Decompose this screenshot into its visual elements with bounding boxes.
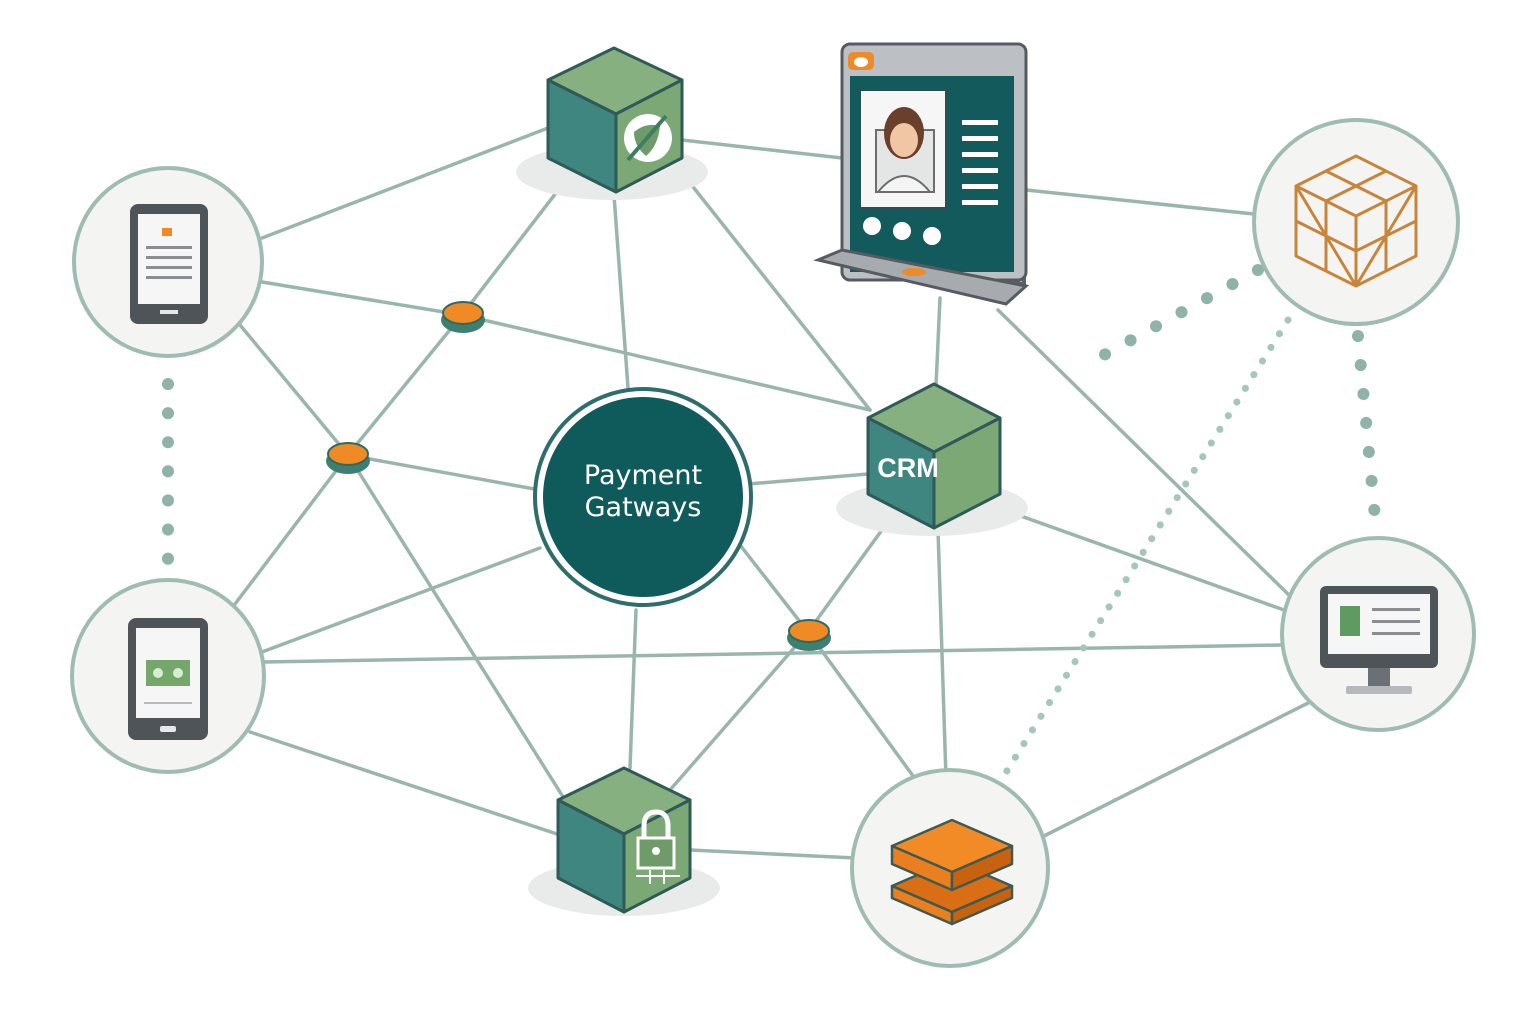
edges [230, 126, 1316, 860]
desktop-monitor-icon [1320, 586, 1438, 694]
lock-icon [636, 809, 680, 884]
crm-cube[interactable]: CRM [836, 382, 1028, 536]
cube-node-lock[interactable] [528, 766, 720, 916]
profile-screen-node[interactable] [813, 42, 1030, 306]
cube-node-top[interactable] [516, 46, 708, 200]
junction-dot [787, 619, 831, 651]
desktop-monitor-node[interactable] [1280, 536, 1476, 732]
tablet-document-icon [130, 204, 208, 324]
junction-dot [326, 442, 370, 474]
tablet-document-node[interactable] [72, 166, 264, 358]
payment-gateways-hub[interactable]: Payment Gatways [533, 387, 753, 607]
user-profile-laptop-icon [813, 42, 1030, 306]
hub-label-line1: Payment [584, 460, 702, 491]
data-layers-node[interactable] [850, 768, 1050, 968]
crm-label: CRM [877, 453, 939, 483]
shield-slash-icon [624, 114, 672, 162]
stacked-layers-icon [890, 818, 1014, 926]
hub-label-line2: Gatways [585, 492, 702, 523]
wireframe-cube-icon [1294, 154, 1418, 288]
junction-dot [441, 301, 485, 333]
dotted-edges [162, 264, 1382, 786]
tablet-payment-icon [128, 618, 208, 740]
tablet-payment-node[interactable] [70, 578, 266, 774]
wireframe-cube-node[interactable] [1252, 118, 1460, 326]
